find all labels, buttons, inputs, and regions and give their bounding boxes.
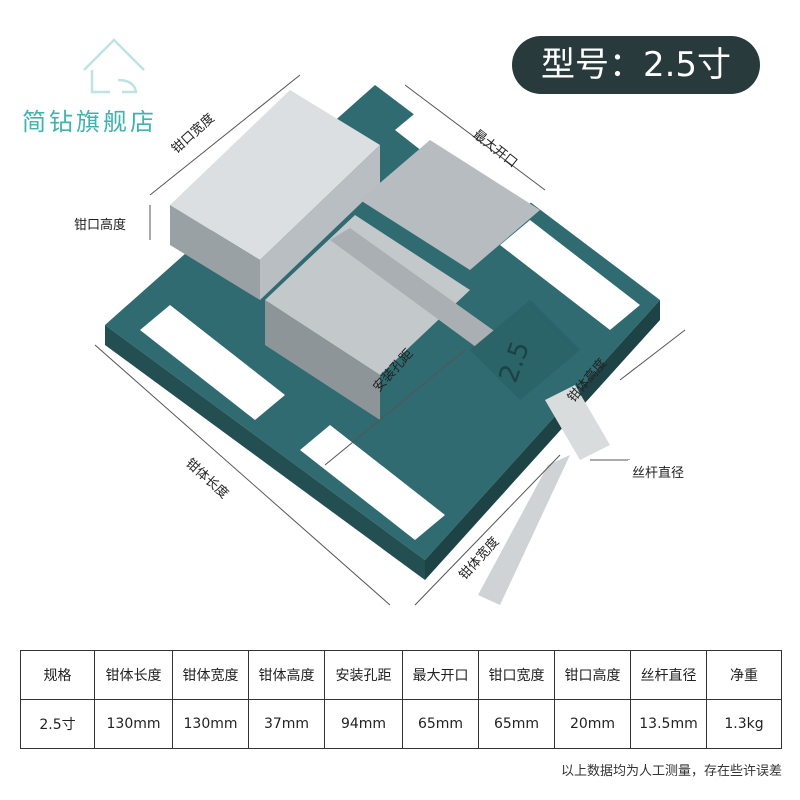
spec-value-cell: 130mm [172, 699, 249, 749]
moving-jaw [265, 215, 470, 375]
store-logo-text: 简钻旗舰店 [22, 108, 157, 136]
label-jaw-height: 钳口高度 [70, 212, 131, 235]
spec-value-cell: 20mm [554, 699, 631, 749]
spec-value-cell: 94mm [324, 699, 403, 749]
spec-value-cell: 65mm [478, 699, 555, 749]
spec-value-cell: 2.5寸 [20, 699, 95, 749]
spec-value-cell: 130mm [94, 699, 173, 749]
label-screw-diameter: 丝杆直径 [628, 460, 689, 483]
mount-slot [140, 305, 285, 420]
spec-value-cell: 1.3kg [706, 699, 782, 749]
spec-header-cell: 安装孔距 [324, 650, 403, 700]
mount-slot [300, 425, 445, 540]
spec-header-cell: 钳口高度 [554, 650, 631, 700]
spec-header-cell: 净重 [706, 650, 782, 700]
handle-collar [545, 385, 610, 460]
spec-table: 规格 钳体长度 钳体宽度 钳体高度 安装孔距 最大开口 钳口宽度 钳口高度 丝杆… [20, 650, 782, 749]
spec-header-cell: 规格 [20, 650, 95, 700]
spec-header-row: 规格 钳体长度 钳体宽度 钳体高度 安装孔距 最大开口 钳口宽度 钳口高度 丝杆… [20, 650, 782, 700]
spec-value-cell: 13.5mm [630, 699, 707, 749]
house-logo-icon [83, 38, 145, 94]
spec-header-cell: 钳体高度 [248, 650, 325, 700]
mount-slot [500, 220, 640, 330]
fixed-jaw-top [170, 90, 380, 260]
lead-screw [330, 228, 500, 350]
spec-header-cell: 钳体宽度 [172, 650, 249, 700]
spec-value-cell: 65mm [402, 699, 479, 749]
vise-handle[interactable] [478, 455, 570, 605]
spec-header-cell: 最大开口 [402, 650, 479, 700]
spec-value-row: 2.5寸 130mm 130mm 37mm 94mm 65mm 65mm 20m… [20, 699, 782, 749]
vise-product-image: 2.5 [94, 74, 686, 606]
model-badge: 型号：2.5寸 [512, 36, 760, 94]
vise-front-casting [470, 300, 580, 400]
spec-header-cell: 钳口宽度 [478, 650, 555, 700]
store-logo [14, 30, 214, 140]
measurement-footnote: 以上数据均为人工测量，存在些许误差 [560, 764, 782, 779]
spec-value-cell: 37mm [248, 699, 325, 749]
spec-header-cell: 丝杆直径 [630, 650, 707, 700]
spec-header-cell: 钳体长度 [94, 650, 173, 700]
